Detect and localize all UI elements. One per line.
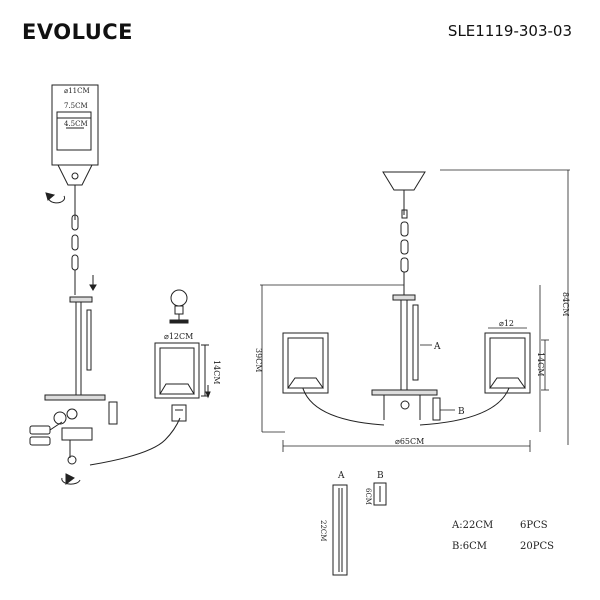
part-b — [373, 482, 387, 506]
dim-b-label: 4.5CM — [64, 120, 88, 128]
legend-b-name: B:6CM — [452, 541, 487, 552]
bulb-icon — [169, 289, 189, 324]
part-b-title: B — [377, 471, 384, 481]
canopy-diameter-label: ⌀11CM — [64, 87, 90, 95]
part-a-title: A — [337, 471, 345, 481]
small-shade-height: 14CM — [212, 360, 221, 385]
power-cable — [89, 417, 181, 466]
canopy-detail — [51, 84, 99, 220]
legend-a-name: A:22CM — [451, 520, 493, 531]
small-shade — [154, 342, 211, 399]
total-height-label: 84CM — [561, 292, 570, 317]
model-number: SLE1119-303-03 — [447, 22, 572, 40]
legend-b-qty: 20PCS — [520, 541, 554, 552]
part-b-length: 6CM — [364, 488, 372, 505]
shade-diameter-label: ⌀12 — [499, 319, 514, 328]
part-a — [332, 484, 348, 576]
label-a: A — [433, 342, 441, 352]
small-shade-diameter: ⌀12CM — [164, 332, 193, 341]
label-b: B — [458, 407, 465, 417]
chain-icon — [71, 214, 79, 295]
chandelier-main — [282, 171, 531, 426]
brand-logo: EVOLUCE — [22, 20, 134, 44]
dim-a-label: 7.5CM — [64, 102, 88, 110]
socket-cluster-icon — [29, 408, 78, 446]
part-a-length: 22CM — [319, 520, 327, 541]
total-width-label: ⌀65CM — [395, 437, 424, 446]
dimension-lines — [260, 169, 570, 452]
shade-height-label: 14CM — [536, 352, 545, 377]
span-height-label: 39CM — [254, 348, 263, 373]
legend-a-qty: 6PCS — [520, 520, 548, 531]
